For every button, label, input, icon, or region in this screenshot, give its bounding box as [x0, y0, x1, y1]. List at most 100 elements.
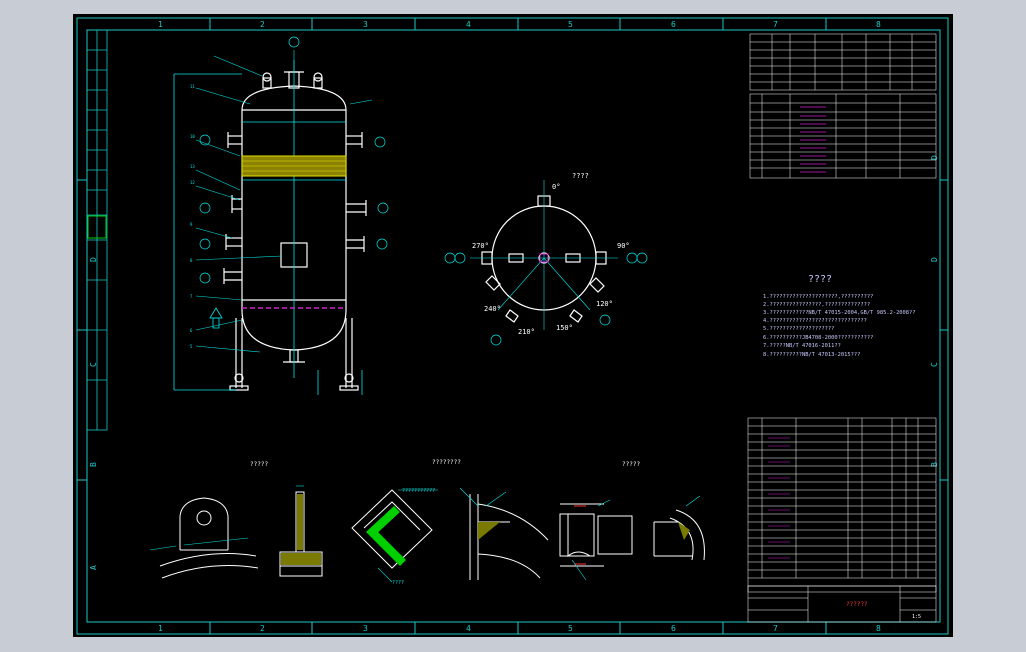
drawing-scale: 1:5 — [912, 614, 921, 620]
note-line: 8.??????????NB/T 47013-2015??? — [763, 352, 860, 358]
detail-2-callout-b: ???? — [392, 580, 404, 586]
svg-text:10: 10 — [190, 134, 195, 139]
left-margin-table — [86, 29, 108, 431]
zone-letter: A — [89, 565, 98, 570]
svg-text:5: 5 — [190, 344, 193, 349]
zone-number: 4 — [466, 20, 471, 29]
zone-number: 3 — [363, 624, 368, 633]
center-nozzle-mark — [539, 253, 549, 263]
detail-head-nozzle — [653, 509, 705, 561]
zone-letters-right: D D C B — [930, 155, 939, 467]
detail-head-leaders — [685, 495, 701, 507]
svg-text:9: 9 — [190, 222, 193, 227]
detail-manhole-red — [574, 505, 586, 565]
zone-number: 6 — [671, 20, 676, 29]
zone-letter: D — [89, 257, 98, 262]
zone-number: 1 — [158, 624, 163, 633]
detail-packing-leaders — [377, 489, 438, 583]
zone-number: 5 — [568, 624, 573, 633]
zone-number: 6 — [671, 624, 676, 633]
svg-text:8: 8 — [190, 258, 193, 263]
left-stamp — [87, 215, 107, 239]
vessel-elevation-view — [223, 71, 367, 391]
svg-text:12: 12 — [190, 180, 195, 185]
angle-240-label: 240° — [484, 305, 501, 313]
detail-nozzle-leaders — [459, 487, 507, 507]
orientation-centerlines — [470, 180, 618, 330]
design-data-table — [749, 33, 937, 91]
zone-number: 7 — [773, 624, 778, 633]
zone-letter: C — [930, 362, 939, 367]
note-line: 6.??????????JB4708-2000??????????? — [763, 335, 873, 341]
technical-notes: 1.?????????????????????,?????????? 2.???… — [763, 294, 916, 358]
nozzle-table — [749, 93, 937, 179]
detail-lifting-lug — [159, 497, 259, 579]
zone-number: 2 — [260, 624, 265, 633]
zone-ticks — [77, 18, 948, 634]
support-weld-2 — [372, 532, 406, 566]
nozzle-table-marks — [800, 106, 826, 173]
detail-packing-support — [351, 489, 433, 569]
outer-frame — [76, 17, 949, 635]
parts-list-marks — [768, 437, 790, 559]
detail-2-callout: ??????????? — [402, 488, 435, 494]
detail-lug-dims — [149, 485, 304, 551]
zone-number: 7 — [773, 20, 778, 29]
parts-list-table — [747, 417, 937, 623]
detail-2-title: ???????? — [432, 459, 461, 466]
zone-numbers-bottom: 1 2 3 4 5 6 7 8 — [158, 624, 881, 633]
orientation-balloons — [444, 252, 648, 346]
zone-letter: C — [89, 362, 98, 367]
angle-0-label: 0° — [552, 183, 560, 191]
part-leaders — [195, 50, 373, 353]
angle-150-label: 150° — [556, 324, 573, 332]
note-line: 2.????????????????,?????????????? — [763, 302, 870, 308]
packing-hatch — [242, 160, 346, 172]
note-line: 4.?????????????????????????????? — [763, 318, 867, 324]
note-line: 3.????????????NB/T 47015-2004,GB/T 985.2… — [763, 310, 916, 316]
svg-text:7: 7 — [190, 294, 193, 299]
drawing-title: ?????? — [846, 601, 868, 608]
zone-number: 5 — [568, 20, 573, 29]
note-line: 5.???????????????????? — [763, 326, 834, 332]
angle-210-label: 210° — [518, 328, 535, 336]
svg-text:6: 6 — [190, 328, 193, 333]
part-balloons — [199, 36, 389, 284]
zone-number: 8 — [876, 20, 881, 29]
notes-title: ???? — [808, 274, 832, 285]
detail-manhole-leaders — [571, 499, 611, 581]
zone-letter: D — [930, 155, 939, 160]
zone-letters-left: D C B A — [89, 257, 98, 570]
zone-numbers-top: 1 2 3 4 5 6 7 8 — [158, 20, 881, 29]
angle-120-label: 120° — [596, 300, 613, 308]
detail-1-title: ????? — [250, 461, 268, 468]
angle-90-label: 90° — [617, 242, 630, 250]
lug-base-fill — [281, 553, 321, 565]
zone-letter: D — [930, 257, 939, 262]
lug-weld-fill — [297, 494, 303, 550]
zone-letter: B — [89, 462, 98, 467]
vessel-cyan-details — [173, 60, 363, 395]
zone-number: 1 — [158, 20, 163, 29]
svg-text:13: 13 — [190, 164, 195, 169]
orientation-callout: ???? — [572, 172, 589, 180]
detail-lug-side — [279, 491, 323, 577]
detail-titles: ????? ???????? ????? — [250, 459, 640, 468]
zone-number: 8 — [876, 624, 881, 633]
note-line: 7.?????NB/T 47016-2011?? — [763, 343, 841, 349]
nozzle-weld-fill — [478, 522, 500, 540]
drawing-canvas — [73, 14, 953, 637]
support-weld — [366, 506, 400, 538]
detail-manhole — [559, 503, 633, 567]
zone-number: 4 — [466, 624, 471, 633]
zone-letter: B — [930, 462, 939, 467]
vessel-hatching-tags: 11 10 13 12 9 8 7 6 5 — [190, 84, 195, 349]
angle-270-label: 270° — [472, 242, 489, 250]
zone-number: 3 — [363, 20, 368, 29]
svg-text:11: 11 — [190, 84, 195, 89]
orientation-angle-labels: 0° 90° 120° 150° 210° 240° 270° ???? — [472, 172, 630, 336]
zone-number: 2 — [260, 20, 265, 29]
head-nozzle-weld — [678, 522, 690, 540]
note-line: 1.?????????????????????,?????????? — [763, 294, 873, 300]
